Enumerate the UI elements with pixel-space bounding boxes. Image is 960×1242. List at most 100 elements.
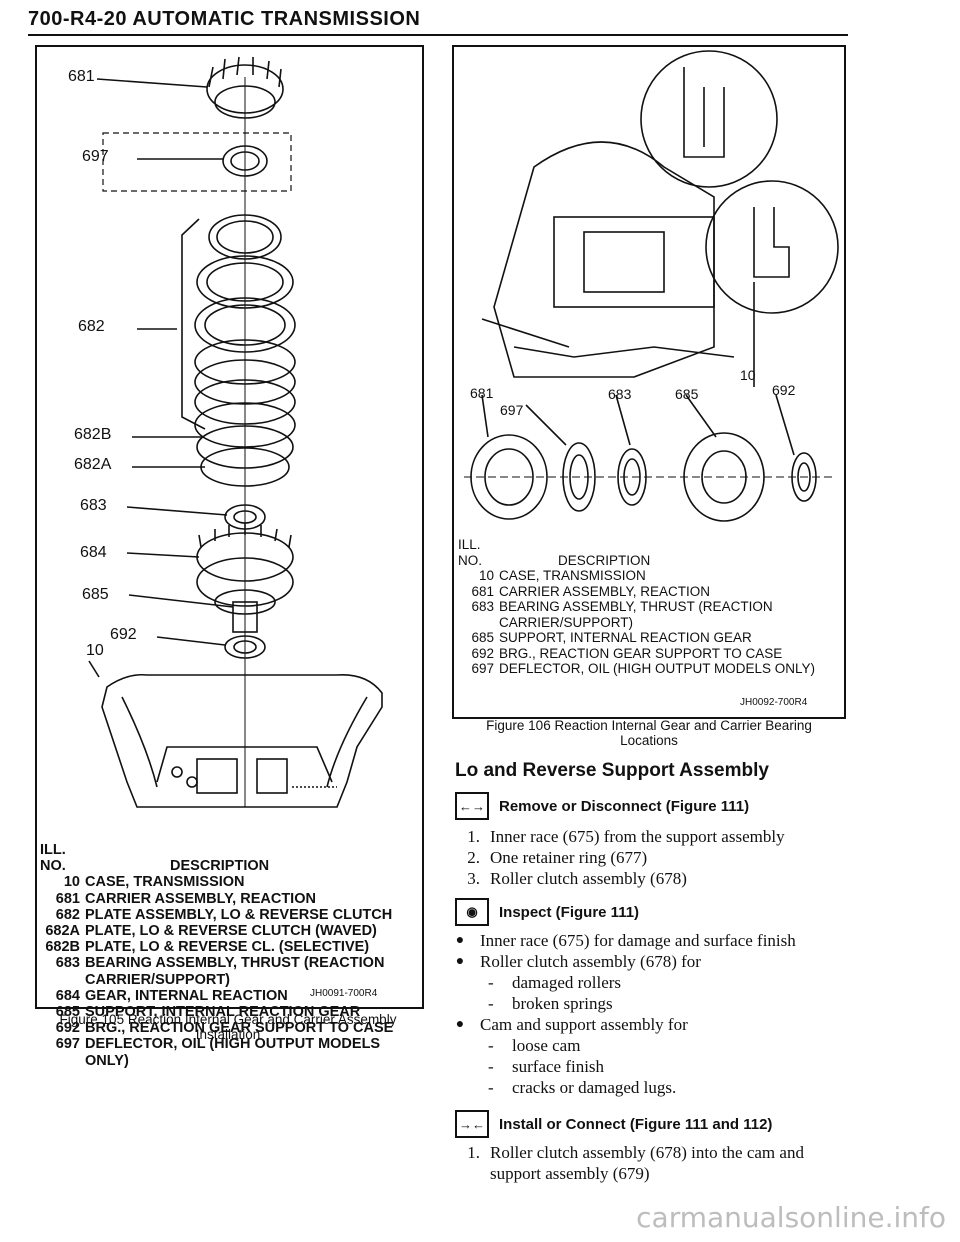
legend-row: 684 GEAR, INTERNAL REACTION: [40, 988, 416, 1004]
legend-head-ill: ILL.: [40, 842, 66, 858]
legend-no: 682A: [45, 923, 80, 940]
figure-106-illustration: [464, 50, 839, 522]
legend-row: 697 DEFLECTOR, OIL (HIGH OUTPUT MODELS ON…: [40, 1036, 416, 1068]
legend-no: 685: [471, 630, 494, 645]
legend-desc: PLATE ASSEMBLY, LO & REVERSE CLUTCH: [85, 906, 393, 923]
legend-desc: CARRIER ASSEMBLY, REACTION: [499, 583, 711, 599]
legend-desc: PLATE, LO & REVERSE CL. (SELECTIVE): [85, 939, 370, 956]
dash-text: loose cam: [512, 1036, 581, 1055]
legend-row: 682B PLATE, LO & REVERSE CL. (SELECTIVE): [40, 939, 416, 955]
legend-desc: GEAR, INTERNAL REACTION: [85, 987, 288, 1004]
list-item: 3. Roller clutch assembly (678): [440, 868, 860, 889]
figure-106-box: [452, 45, 846, 719]
dash-text: damaged rollers: [512, 973, 622, 992]
callout-685: 685: [82, 586, 109, 603]
bullet-item: ● Inner race (675) for damage and surface…: [440, 930, 860, 951]
dash-item: -cracks or damaged lugs.: [488, 1078, 677, 1097]
legend-no: 10: [63, 874, 80, 891]
callout-10: 10: [86, 642, 104, 659]
list-text: Roller clutch assembly (678) into the ca…: [490, 1143, 804, 1162]
callout-10: 10: [740, 367, 756, 383]
bullet-text: Roller clutch assembly (678) for: [480, 952, 701, 971]
watermark: carmanualsonline.info: [636, 1201, 946, 1234]
install-connect-icon: →←: [455, 1110, 489, 1138]
legend-row: 682A PLATE, LO & REVERSE CLUTCH (WAVED): [40, 923, 416, 939]
figure-105-caption: Figure 105 Reaction Internal Gear and Ca…: [28, 1012, 428, 1042]
install-list: 1. Roller clutch assembly (678) into the …: [440, 1142, 860, 1184]
install-heading-text: Install or Connect (Figure 111 and 112): [499, 1115, 773, 1133]
section-title: Lo and Reverse Support Assembly: [455, 760, 769, 781]
callout-682b: 682B: [74, 426, 112, 443]
dash-item: -broken springs: [488, 994, 613, 1013]
legend-desc: BRG., REACTION GEAR SUPPORT TO CASE: [85, 1020, 394, 1037]
list-item: 1.Inner race (675) from the support asse…: [440, 826, 860, 847]
legend-no: 681: [55, 890, 80, 907]
legend-desc: BEARING ASSEMBLY, THRUST (REACTION CARRI…: [499, 599, 773, 630]
legend-row: 10 CASE, TRANSMISSION: [40, 874, 416, 890]
list-number: 1.: [467, 1143, 480, 1162]
list-item: 2. One retainer ring (677): [440, 847, 860, 868]
figure-105-code: JH0091-700R4: [310, 988, 378, 999]
legend-head-no: NO.: [458, 552, 483, 568]
bullet-icon: ●: [455, 954, 465, 969]
bullet-item: ● Roller clutch assembly (678) for: [440, 951, 860, 972]
legend-row: 683 BEARING ASSEMBLY, THRUST (REACTION CA…: [458, 599, 838, 630]
legend-no: 682B: [45, 939, 80, 956]
callout-685: 685: [675, 386, 699, 402]
legend-no: 682: [55, 906, 80, 923]
legend-desc: CASE, TRANSMISSION: [499, 568, 646, 583]
bullet-text: Cam and support assembly for: [480, 1015, 688, 1034]
remove-list: 1.Inner race (675) from the support asse…: [440, 826, 860, 889]
legend-desc: PLATE, LO & REVERSE CLUTCH (WAVED): [85, 923, 377, 940]
legend-desc: BRG., REACTION GEAR SUPPORT TO CASE: [499, 645, 783, 661]
caption-line: Installation: [195, 1027, 261, 1042]
legend-no: 685: [55, 1004, 80, 1021]
legend-desc: DEFLECTOR, OIL (HIGH OUTPUT MODELS ONLY): [85, 1036, 381, 1069]
callout-681: 681: [470, 385, 494, 401]
list-item: 1. Roller clutch assembly (678) into the …: [440, 1142, 860, 1163]
header-rule: [28, 34, 848, 36]
figure-106-caption: Figure 106 Reaction Internal Gear and Ca…: [452, 718, 846, 748]
legend-no: 683: [471, 599, 494, 614]
bullet-icon: ●: [455, 933, 465, 948]
legend-desc: CARRIER ASSEMBLY, REACTION: [85, 890, 316, 907]
legend-no: 692: [55, 1020, 80, 1037]
figure-106-code: JH0092-700R4: [740, 697, 808, 708]
dash-item: -loose cam: [488, 1036, 581, 1055]
remove-heading-text: Remove or Disconnect (Figure 111): [499, 797, 750, 815]
callout-684: 684: [80, 544, 107, 561]
legend-row: 681 CARRIER ASSEMBLY, REACTION: [458, 584, 838, 600]
remove-disconnect-icon: ←→: [455, 792, 489, 820]
list-text: One retainer ring (677): [490, 848, 648, 867]
list-number: 3.: [467, 869, 480, 888]
legend-no: 681: [471, 583, 494, 599]
list-text: Roller clutch assembly (678): [490, 869, 687, 888]
callout-692: 692: [110, 626, 137, 643]
list-number: 2.: [467, 848, 480, 867]
callout-692: 692: [772, 382, 796, 398]
legend-no: 683: [55, 955, 80, 972]
legend-head-desc: DESCRIPTION: [170, 858, 270, 875]
legend-desc: CASE, TRANSMISSION: [85, 874, 245, 891]
legend-no: 697: [55, 1036, 80, 1053]
legend-no: 684: [55, 987, 80, 1004]
bullet-item: ●Cam and support assembly for: [440, 1014, 860, 1035]
callout-683: 683: [608, 386, 632, 402]
legend-row: 692 BRG., REACTION GEAR SUPPORT TO CASE: [40, 1020, 416, 1036]
callout-683: 683: [80, 497, 107, 514]
dash-item: -damaged rollers: [488, 973, 622, 992]
remove-heading: ←→ Remove or Disconnect (Figure 111): [455, 792, 749, 820]
figure-105-illustration: [88, 56, 383, 808]
list-text: support assembly (679): [490, 1164, 650, 1183]
callout-697: 697: [82, 148, 109, 165]
dash-item: -surface finish: [488, 1057, 605, 1076]
inspect-list: ● Inner race (675) for damage and surface…: [440, 930, 860, 1098]
legend-head-no: NO.: [40, 858, 66, 875]
bullet-text: Inner race (675) for damage and surface …: [480, 931, 796, 950]
caption-line: Figure 106 Reaction Internal Gear and Ca…: [486, 718, 812, 733]
legend-no: 697: [471, 661, 494, 676]
